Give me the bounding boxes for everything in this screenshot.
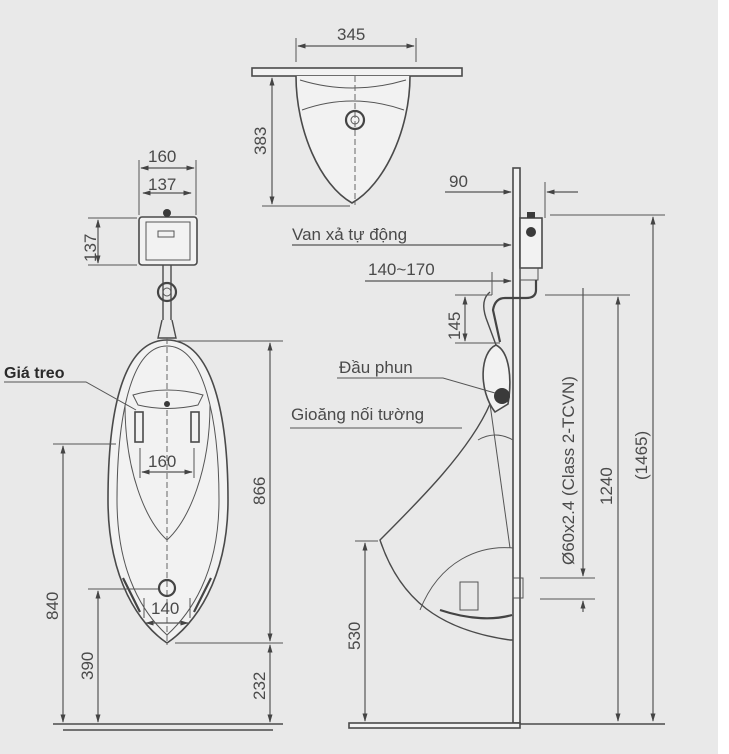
urinal-body-side	[379, 403, 513, 641]
dim-projection-range: 140~170	[368, 260, 435, 279]
hanging-bracket-left	[134, 411, 144, 443]
label-spreader: Đầu phun	[339, 358, 413, 377]
dim-valve-inner-width: 137	[148, 175, 176, 194]
urinal-body-front	[107, 339, 229, 644]
spreader-head	[494, 388, 510, 404]
outlet-front	[157, 578, 177, 598]
hanging-bracket-right	[190, 411, 200, 443]
side-view: 90 Van xả tự động 140~170 145 Đầu phun G…	[290, 167, 665, 729]
dim-outlet-spacing: 140	[151, 599, 179, 618]
label-auto-flush-valve: Van xả tự động	[292, 225, 407, 244]
leader-hanging-bracket	[4, 381, 137, 411]
dim-top-width: 345	[337, 25, 365, 44]
dim-top-depth: 383	[251, 127, 270, 155]
dim-bracket-height: 840	[43, 592, 62, 620]
flush-valve-side	[519, 217, 543, 269]
dim-spreader-height: 145	[445, 312, 464, 340]
front-view: 160 137 137 160 140 866	[4, 147, 283, 731]
top-view: 345 383	[251, 25, 463, 207]
dim-valve-outer-width: 160	[148, 147, 176, 166]
label-wall-gasket: Gioăng nối tường	[291, 405, 424, 424]
dim-outlet-height: 390	[78, 652, 97, 680]
dim-pipe-spec: Ø60x2.4 (Class 2-TCVN)	[559, 376, 578, 565]
label-hanging-bracket: Giá treo	[4, 365, 65, 382]
dim-inlet-height: 1240	[597, 467, 616, 505]
dim-bracket-spacing: 160	[148, 452, 176, 471]
dim-total-height: (1465)	[632, 431, 651, 480]
wall-section	[512, 167, 521, 724]
dim-bottom-clearance: 232	[250, 672, 269, 700]
leader-spreader	[337, 377, 496, 394]
dim-body-height: 866	[250, 477, 269, 505]
flush-valve-front	[138, 216, 198, 266]
dim-valve-height: 137	[81, 234, 100, 262]
dim-rim-height: 530	[345, 622, 364, 650]
dim-valve-depth: 90	[449, 172, 468, 191]
